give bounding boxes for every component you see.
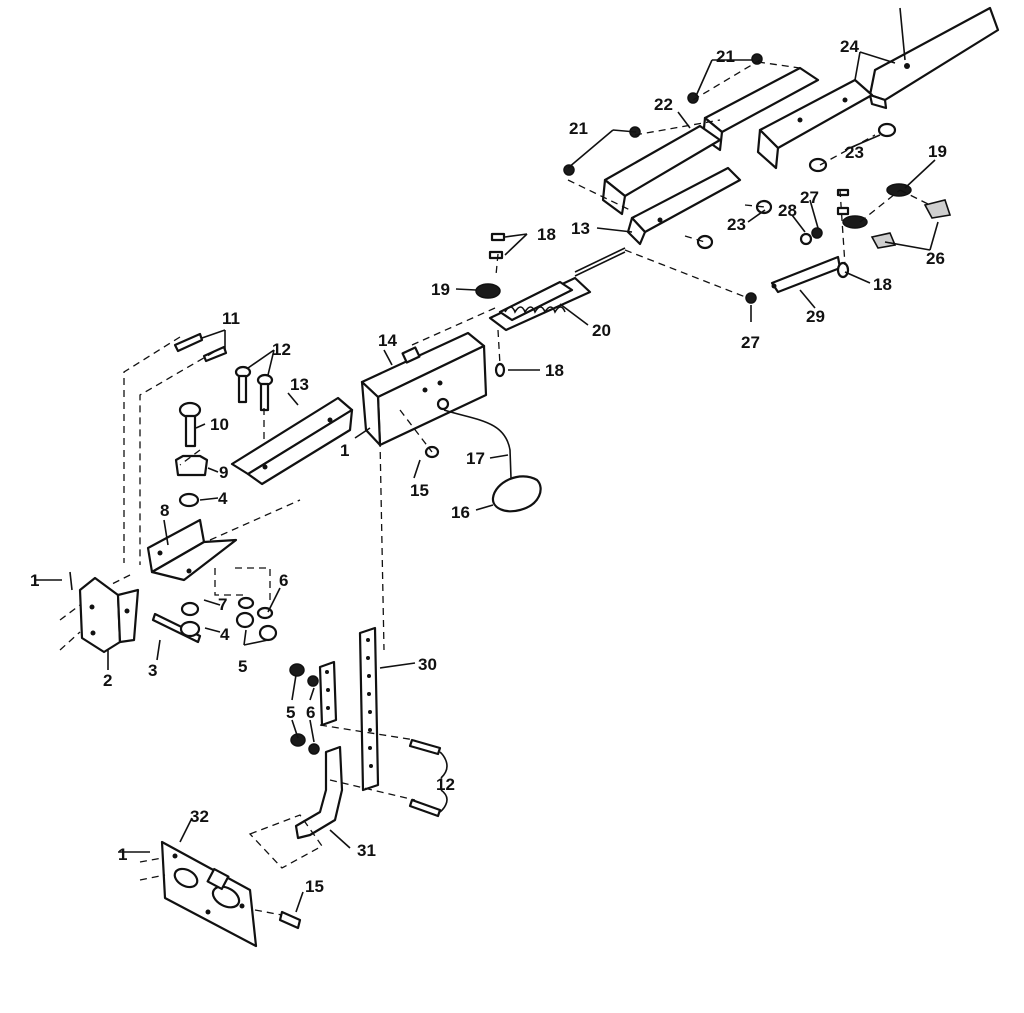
bracket-8 xyxy=(146,518,238,582)
callout-5: 5 xyxy=(286,703,295,722)
callout-17: 17 xyxy=(466,449,485,468)
callout-27: 27 xyxy=(741,333,760,352)
callout-18: 18 xyxy=(873,275,892,294)
bolt-10-nut-9-washer-4 xyxy=(174,401,209,508)
callout-23: 23 xyxy=(727,215,746,234)
callout-13: 13 xyxy=(571,219,590,238)
leader-lines xyxy=(36,7,939,913)
callout-labels: 1 1 1 2 3 4 4 5 5 6 6 7 8 9 10 11 12 12 … xyxy=(30,37,947,896)
callout-9: 9 xyxy=(219,463,228,482)
callout-30: 30 xyxy=(418,655,437,674)
callout-10: 10 xyxy=(210,415,229,434)
arm-29 xyxy=(770,255,842,294)
callout-14: 14 xyxy=(378,331,397,350)
callout-4: 4 xyxy=(220,625,230,644)
callout-20: 20 xyxy=(592,321,611,340)
strap-31 xyxy=(294,660,344,840)
callout-22: 22 xyxy=(654,95,673,114)
bolts-12-lower xyxy=(408,738,442,818)
callout-1: 1 xyxy=(340,441,349,460)
callout-8: 8 xyxy=(160,501,169,520)
callout-19: 19 xyxy=(928,142,947,161)
pin-3-nuts-4-5-6-7 xyxy=(151,596,278,644)
callout-28: 28 xyxy=(778,201,797,220)
assembly-lines xyxy=(59,59,931,916)
callout-26: 26 xyxy=(926,249,945,268)
rail-section-24 xyxy=(868,6,1000,110)
callout-7: 7 xyxy=(218,595,227,614)
nuts-5-6-lower xyxy=(289,663,320,755)
callout-19: 19 xyxy=(431,280,450,299)
callout-29: 29 xyxy=(806,307,825,326)
callout-15: 15 xyxy=(305,877,324,896)
callout-6: 6 xyxy=(279,571,288,590)
callout-24: 24 xyxy=(840,37,859,56)
hardware-18-19-center xyxy=(475,232,506,378)
callout-13: 13 xyxy=(290,375,309,394)
callout-16: 16 xyxy=(451,503,470,522)
bracket-2 xyxy=(78,576,140,654)
callout-18: 18 xyxy=(537,225,556,244)
bolts-11-12 xyxy=(173,332,274,412)
bolts-23 xyxy=(696,122,897,250)
callout-12: 12 xyxy=(272,340,291,359)
callout-23: 23 xyxy=(845,143,864,162)
release-handle-16-17 xyxy=(424,409,542,513)
callout-12: 12 xyxy=(436,775,455,794)
trolley-20 xyxy=(488,247,626,332)
bracket-13 xyxy=(230,396,354,486)
rail-section-22 xyxy=(601,124,742,246)
callout-27: 27 xyxy=(800,188,819,207)
callout-2: 2 xyxy=(103,671,112,690)
callout-1: 1 xyxy=(30,571,39,590)
strap-30 xyxy=(358,626,380,792)
callout-21: 21 xyxy=(716,47,735,66)
callout-3: 3 xyxy=(148,661,157,680)
callout-11: 11 xyxy=(222,309,240,328)
callout-5: 5 xyxy=(238,657,247,676)
plate-32 xyxy=(160,840,302,948)
callout-15: 15 xyxy=(410,481,429,500)
callout-4: 4 xyxy=(218,489,228,508)
inner-trolley-14 xyxy=(360,331,488,447)
callout-1: 1 xyxy=(118,845,127,864)
callout-6: 6 xyxy=(306,703,315,722)
callout-18: 18 xyxy=(545,361,564,380)
callout-32: 32 xyxy=(190,807,209,826)
callout-21: 21 xyxy=(569,119,588,138)
callout-31: 31 xyxy=(357,841,376,860)
